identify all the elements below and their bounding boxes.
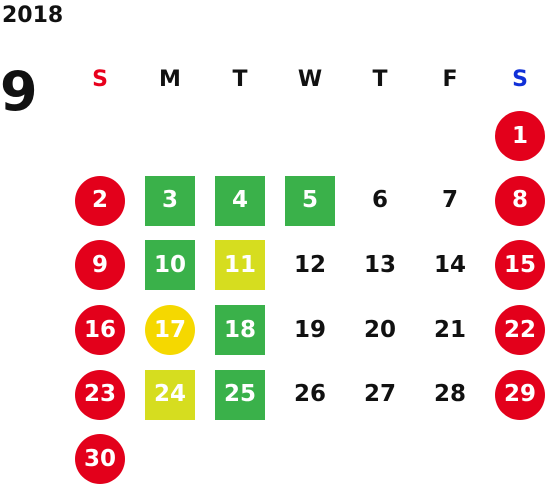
day-number: 15 bbox=[495, 240, 545, 291]
day-number: 20 bbox=[363, 316, 396, 343]
day-cell[interactable]: 4 bbox=[205, 169, 275, 234]
day-number: 18 bbox=[215, 305, 265, 356]
day-cell[interactable]: 24 bbox=[135, 362, 205, 427]
day-cell[interactable]: 12 bbox=[275, 233, 345, 298]
day-cell[interactable]: 18 bbox=[205, 298, 275, 363]
weekday-header: M bbox=[159, 67, 181, 92]
weekday-header: S bbox=[512, 67, 528, 92]
day-number: 12 bbox=[293, 251, 326, 278]
day-cell[interactable]: 23 bbox=[65, 362, 135, 427]
day-number: 28 bbox=[433, 381, 466, 408]
day-number: 27 bbox=[363, 381, 396, 408]
day-number: 6 bbox=[371, 187, 388, 214]
day-cell[interactable]: 17 bbox=[135, 298, 205, 363]
day-number: 25 bbox=[215, 369, 265, 420]
day-cell[interactable]: 2 bbox=[65, 169, 135, 234]
calendar-year: 2018 bbox=[2, 3, 64, 28]
day-cell[interactable]: 28 bbox=[415, 362, 485, 427]
day-cell[interactable]: 20 bbox=[345, 298, 415, 363]
day-cell[interactable]: 7 bbox=[415, 169, 485, 234]
day-cell[interactable]: 13 bbox=[345, 233, 415, 298]
day-number: 22 bbox=[495, 305, 545, 356]
day-cell[interactable]: 29 bbox=[485, 362, 548, 427]
calendar-month: 9 bbox=[0, 60, 38, 123]
day-number: 26 bbox=[293, 381, 326, 408]
weekday-header: W bbox=[297, 67, 323, 92]
empty-cell bbox=[415, 104, 485, 169]
day-number: 4 bbox=[215, 175, 265, 226]
day-cell[interactable]: 8 bbox=[485, 169, 548, 234]
day-cell[interactable]: 15 bbox=[485, 233, 548, 298]
day-cell[interactable]: 27 bbox=[345, 362, 415, 427]
day-number: 23 bbox=[75, 369, 125, 420]
day-number: 14 bbox=[433, 251, 466, 278]
day-cell[interactable]: 6 bbox=[345, 169, 415, 234]
day-cell[interactable]: 5 bbox=[275, 169, 345, 234]
day-number: 13 bbox=[363, 251, 396, 278]
day-number: 2 bbox=[75, 175, 125, 226]
day-cell[interactable]: 25 bbox=[205, 362, 275, 427]
day-cell[interactable]: 22 bbox=[485, 298, 548, 363]
empty-cell bbox=[205, 104, 275, 169]
weekday-header: T bbox=[372, 67, 388, 92]
weekday-header: S bbox=[92, 67, 108, 92]
day-cell[interactable]: 19 bbox=[275, 298, 345, 363]
empty-cell bbox=[135, 104, 205, 169]
day-number: 11 bbox=[215, 240, 265, 291]
weekday-header: T bbox=[232, 67, 248, 92]
day-number: 29 bbox=[495, 369, 545, 420]
day-number: 9 bbox=[75, 240, 125, 291]
day-cell[interactable]: 21 bbox=[415, 298, 485, 363]
weekday-header: F bbox=[442, 67, 458, 92]
day-cell[interactable]: 1 bbox=[485, 104, 548, 169]
day-cell[interactable]: 11 bbox=[205, 233, 275, 298]
empty-cell bbox=[65, 104, 135, 169]
day-cell[interactable]: 30 bbox=[65, 427, 135, 492]
day-cell[interactable]: 26 bbox=[275, 362, 345, 427]
day-number: 5 bbox=[285, 175, 335, 226]
day-number: 21 bbox=[433, 316, 466, 343]
day-number: 1 bbox=[495, 111, 545, 162]
empty-cell bbox=[275, 104, 345, 169]
day-cell[interactable]: 10 bbox=[135, 233, 205, 298]
day-cell[interactable]: 14 bbox=[415, 233, 485, 298]
day-cell[interactable]: 3 bbox=[135, 169, 205, 234]
day-number: 17 bbox=[145, 305, 195, 356]
day-cell[interactable]: 9 bbox=[65, 233, 135, 298]
day-number: 24 bbox=[145, 369, 195, 420]
day-number: 3 bbox=[145, 175, 195, 226]
day-number: 30 bbox=[75, 434, 125, 485]
day-number: 8 bbox=[495, 175, 545, 226]
day-number: 19 bbox=[293, 316, 326, 343]
day-number: 16 bbox=[75, 305, 125, 356]
empty-cell bbox=[345, 104, 415, 169]
day-number: 10 bbox=[145, 240, 195, 291]
day-number: 7 bbox=[441, 187, 458, 214]
day-cell[interactable]: 16 bbox=[65, 298, 135, 363]
